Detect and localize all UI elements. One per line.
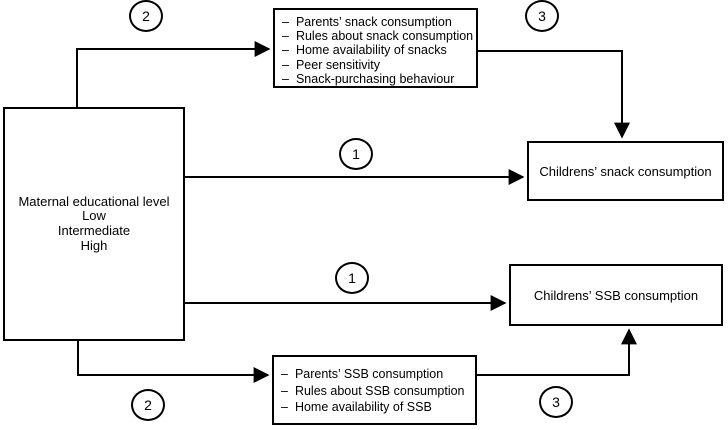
childrens-snack-consumption-label: Childrens’ snack consumption <box>539 163 712 179</box>
dash-bullet: – <box>282 43 289 58</box>
childrens-snack-consumption-box: Childrens’ snack consumption <box>527 141 724 201</box>
path-label-text: 3 <box>538 8 546 24</box>
list-item: –Peer sensitivity <box>282 58 472 72</box>
path-label-3-ssb-out: 3 <box>539 386 573 418</box>
path-label-3-snack-out: 3 <box>525 0 559 32</box>
path-label-text: 2 <box>142 8 150 24</box>
arrow-maternal-to-snack-factors <box>76 41 271 107</box>
childrens-ssb-consumption-box: Childrens’ SSB consumption <box>509 264 723 326</box>
dash-bullet: – <box>282 57 289 72</box>
maternal-level-intermediate: Intermediate <box>57 223 131 238</box>
list-item: –Parents’ SSB consumption <box>281 366 471 383</box>
path-label-2-snack-in: 2 <box>129 0 163 32</box>
list-item-label: Home availability of snacks <box>295 43 447 58</box>
list-item-label: Home availability of SSB <box>294 400 432 414</box>
dash-bullet: – <box>281 400 288 414</box>
list-item: –Home availability of SSB <box>281 399 471 416</box>
arrow-maternal-to-ssb-factors <box>77 340 270 383</box>
path-label-1-snack-direct: 1 <box>339 138 373 170</box>
list-item: –Parents’ snack consumption <box>282 15 472 29</box>
maternal-education-title: Maternal educational level <box>18 193 170 209</box>
path-label-2-ssb-in: 2 <box>131 389 165 421</box>
list-item: –Rules about SSB consumption <box>281 383 471 400</box>
arrow-ssb-factors-to-ssb-outcome <box>477 328 637 376</box>
ssb-determinants-list: –Parents’ SSB consumption –Rules about S… <box>281 366 471 416</box>
maternal-level-high: High <box>80 237 108 253</box>
list-item-label: Parents’ snack consumption <box>295 15 452 29</box>
list-item: –Snack-purchasing behaviour <box>282 72 472 86</box>
list-item-label: Peer sensitivity <box>295 57 381 72</box>
list-item: –Rules about snack consumption <box>282 29 474 44</box>
path-label-text: 3 <box>552 394 560 410</box>
snack-determinants-box: –Parents’ snack consumption –Rules about… <box>273 8 478 88</box>
dash-bullet: – <box>281 383 288 398</box>
dash-bullet: – <box>281 367 288 381</box>
dash-bullet: – <box>282 29 289 44</box>
list-item-label: Parents’ SSB consumption <box>294 367 444 381</box>
dash-bullet: – <box>282 15 289 29</box>
path-label-text: 1 <box>348 270 356 286</box>
path-label-1-ssb-direct: 1 <box>335 262 369 294</box>
dash-bullet: – <box>282 71 289 86</box>
list-item-label: Rules about snack consumption <box>295 29 474 44</box>
snack-determinants-list: –Parents’ snack consumption –Rules about… <box>282 15 474 86</box>
list-item: –Home availability of snacks <box>282 43 472 57</box>
maternal-level-low: Low <box>82 208 106 224</box>
arrow-snack-factors-to-snack-outcome <box>478 50 630 139</box>
list-item-label: Snack-purchasing behaviour <box>295 71 455 86</box>
ssb-determinants-box: –Parents’ SSB consumption –Rules about S… <box>272 355 477 425</box>
maternal-education-box: Maternal educational level Low Intermedi… <box>3 107 185 341</box>
path-label-text: 2 <box>144 397 152 413</box>
childrens-ssb-consumption-label: Childrens’ SSB consumption <box>533 287 699 303</box>
list-item-label: Rules about SSB consumption <box>294 383 465 398</box>
path-label-text: 1 <box>352 146 360 162</box>
